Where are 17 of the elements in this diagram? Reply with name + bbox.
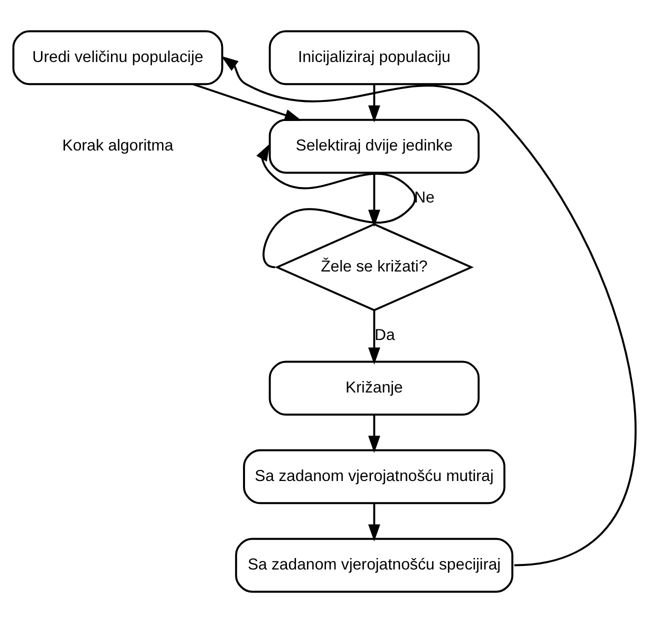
arrow — [368, 310, 380, 365]
node-box: Selektiraj dvije jedinke — [268, 118, 480, 174]
node-box: Inicijaliziraj populaciju — [268, 30, 480, 86]
label: Korak algoritma — [62, 137, 174, 154]
edge-label: Da — [374, 327, 395, 344]
arrow — [368, 173, 380, 227]
arrow — [368, 84, 380, 123]
edge-label: Ne — [414, 190, 435, 207]
arrow — [192, 83, 302, 121]
arrow — [221, 56, 636, 566]
node-box: Uredi veličinu populacije — [12, 30, 224, 86]
node-box: Sa zadanom vjerojatnošću specijiraj — [235, 538, 514, 593]
node-box: Križanje — [268, 360, 480, 416]
arrow — [368, 503, 380, 542]
node-diamond: Žele se križati? — [274, 223, 474, 312]
arrow — [368, 414, 380, 453]
node-box: Sa zadanom vjerojatnošću mutiraj — [243, 449, 506, 504]
